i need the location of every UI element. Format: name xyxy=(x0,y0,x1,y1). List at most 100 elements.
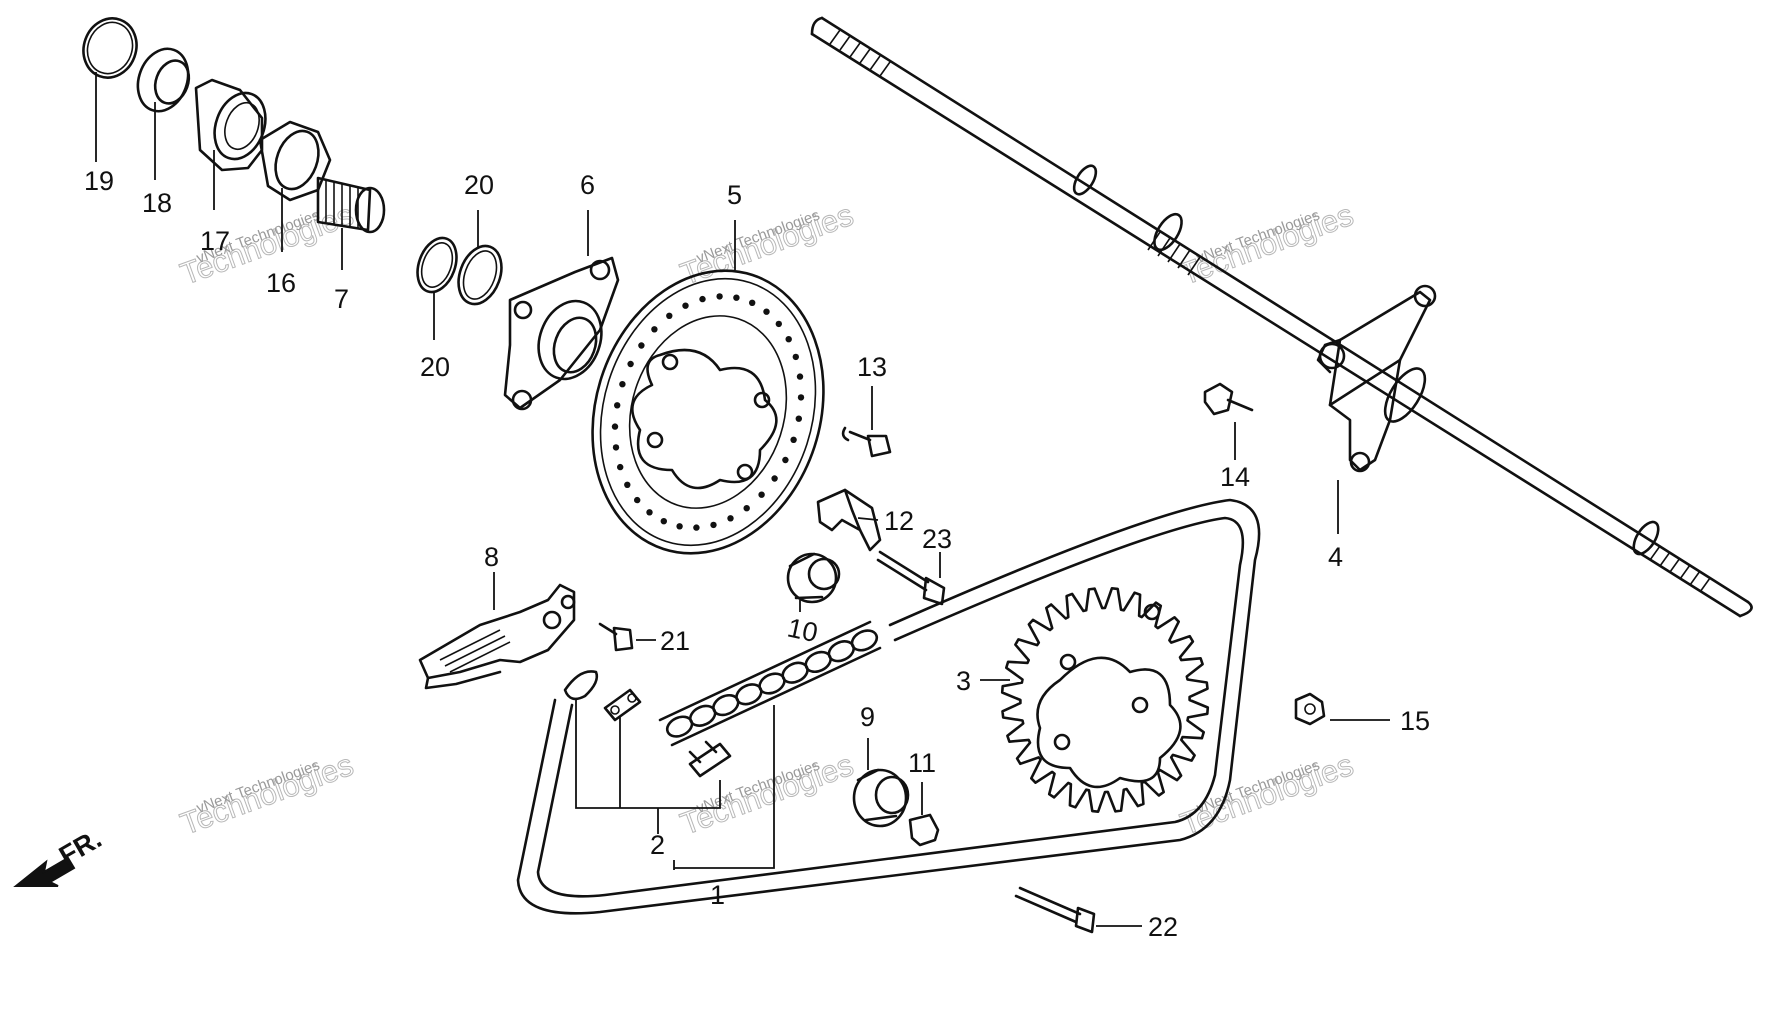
callout-4: 4 xyxy=(1328,542,1343,572)
callout-3: 3 xyxy=(956,666,971,696)
bolt-14 xyxy=(1203,382,1254,416)
disc-hole xyxy=(796,373,804,380)
callout-11: 11 xyxy=(908,748,936,778)
master-link-pins xyxy=(688,740,732,778)
callout-12: 12 xyxy=(884,506,914,536)
bolt-23 xyxy=(876,550,946,606)
callout-16: 16 xyxy=(266,268,296,298)
roller-9 xyxy=(852,768,910,828)
lock-nut-16 xyxy=(258,120,332,202)
disc-hole xyxy=(627,360,634,368)
axle-sprocket-hub xyxy=(1316,284,1437,473)
callout-20-upper: 20 xyxy=(464,170,494,200)
watermark-5: Technologies vNext Technologies xyxy=(675,746,858,842)
drive-chain-1 xyxy=(516,498,1261,915)
disc-hole xyxy=(775,320,782,328)
callout-7: 7 xyxy=(334,284,349,314)
disc-hole xyxy=(727,515,734,522)
front-direction-arrow: FR. xyxy=(13,823,107,887)
collar-11 xyxy=(908,813,940,847)
brake-pedal-8 xyxy=(418,583,576,690)
disc-hole xyxy=(758,491,765,498)
disc-hole xyxy=(638,342,645,349)
bolt-13 xyxy=(841,426,892,458)
chain-link xyxy=(850,629,879,652)
callout-6: 6 xyxy=(580,170,595,200)
disc-hole xyxy=(666,312,673,319)
disc-hole xyxy=(612,444,620,451)
disc-hole xyxy=(763,308,770,315)
disc-hole xyxy=(646,509,653,516)
roller-10 xyxy=(786,552,841,604)
disc-hole xyxy=(624,481,631,488)
disc-hole xyxy=(771,475,778,482)
callout-8: 8 xyxy=(484,542,499,572)
bolt-22 xyxy=(1014,886,1096,934)
disc-hole xyxy=(699,295,706,303)
watermark-3: Technologies vNext Technologies xyxy=(1175,196,1358,292)
disc-drill-holes xyxy=(611,293,805,531)
bolt-21 xyxy=(598,622,634,652)
disc-hole xyxy=(733,294,740,301)
disc-hole xyxy=(611,423,619,430)
svg-text:Technologies: Technologies xyxy=(676,747,858,842)
threaded-collar-7 xyxy=(316,176,386,234)
callouts: 19 18 17 16 7 20 20 6 5 13 12 23 10 8 21… xyxy=(84,166,1430,942)
disc-hole xyxy=(676,523,683,530)
nut-15 xyxy=(1294,692,1326,726)
disc-hole xyxy=(749,299,756,306)
chain-guide-12 xyxy=(816,488,882,552)
callout-19: 19 xyxy=(84,166,114,196)
disc-hole xyxy=(782,456,789,464)
disc-hole xyxy=(785,336,792,343)
watermark-6: Technologies vNext Technologies xyxy=(1175,746,1358,842)
svg-text:Technologies: Technologies xyxy=(676,197,858,292)
callout-22: 22 xyxy=(1148,912,1178,942)
callout-21: 21 xyxy=(660,626,690,656)
svg-text:Technologies: Technologies xyxy=(1176,197,1358,292)
o-ring-19 xyxy=(82,17,138,79)
callout-5: 5 xyxy=(727,180,742,210)
callout-1: 1 xyxy=(710,880,725,910)
callout-17: 17 xyxy=(200,226,230,256)
callout-15: 15 xyxy=(1400,706,1430,736)
callout-20-lower: 20 xyxy=(420,352,450,382)
master-link-clip xyxy=(563,670,599,701)
leader-lines xyxy=(95,72,1390,927)
disc-hub-6 xyxy=(503,256,620,411)
chain-links xyxy=(665,629,879,738)
disc-hole xyxy=(795,415,802,422)
driven-sprocket-3 xyxy=(1000,587,1210,813)
disc-hole xyxy=(614,402,621,409)
disc-hole xyxy=(792,353,799,361)
dust-seal-18 xyxy=(136,47,191,113)
o-ring-20-lower xyxy=(416,236,458,294)
disc-hole xyxy=(619,381,626,388)
watermark-4: Technologies vNext Technologies xyxy=(175,746,358,842)
callout-23: 23 xyxy=(922,524,952,554)
disc-hole xyxy=(743,505,750,512)
brake-disc-5 xyxy=(591,269,825,555)
o-ring-20-upper xyxy=(457,244,503,306)
master-link-plate xyxy=(603,688,642,722)
disc-hole xyxy=(790,436,797,443)
disc-hole xyxy=(660,518,667,525)
callout-14: 14 xyxy=(1220,462,1250,492)
disc-hole xyxy=(682,302,689,309)
disc-hole xyxy=(710,521,717,529)
callout-9: 9 xyxy=(860,702,875,732)
watermark-2: Technologies vNext Technologies xyxy=(675,196,858,292)
svg-text:Technologies: Technologies xyxy=(176,747,358,842)
callout-10: 10 xyxy=(785,613,821,649)
disc-hole xyxy=(634,496,641,504)
rear-axle xyxy=(810,16,1753,618)
disc-hole xyxy=(651,326,658,333)
disc-hole xyxy=(617,463,624,471)
callout-13: 13 xyxy=(857,352,887,382)
disc-hole xyxy=(797,394,805,401)
disc-hole xyxy=(716,293,723,300)
callout-18: 18 xyxy=(142,188,172,218)
callout-2: 2 xyxy=(650,830,665,860)
disc-hole xyxy=(693,524,700,531)
